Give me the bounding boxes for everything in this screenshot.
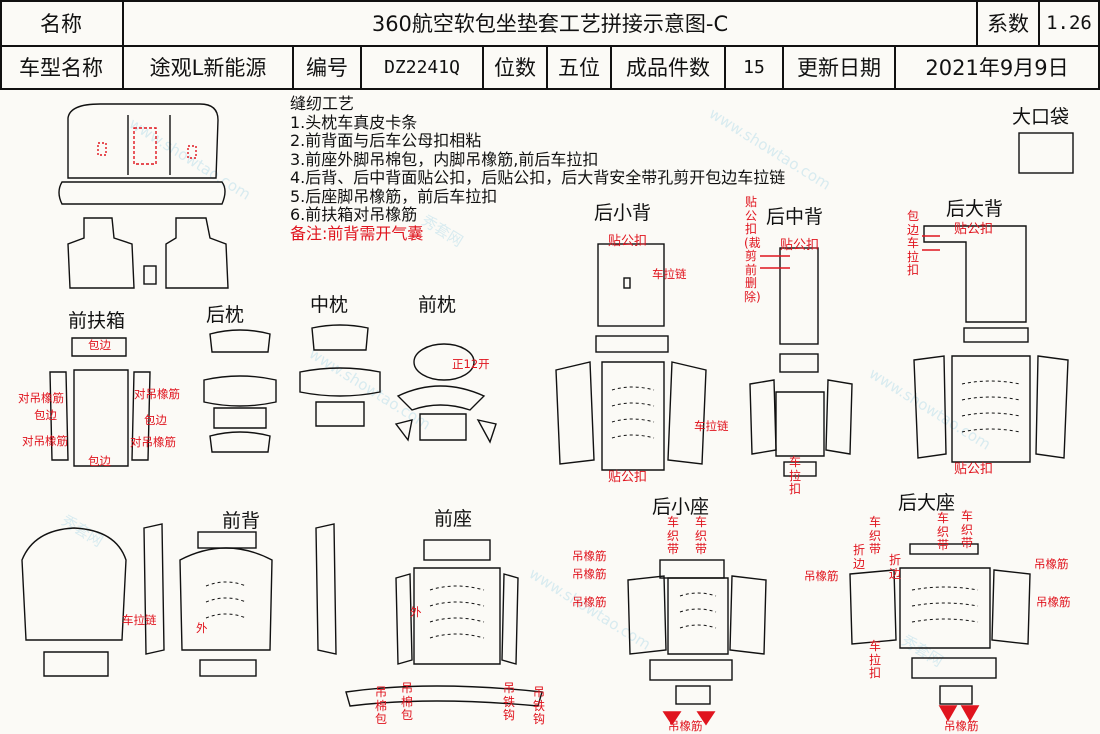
title-rear-big-back: 后大背 [946, 198, 1004, 220]
label-velcro: 贴公扣 [954, 462, 994, 477]
label-fold-edge: 折边 [888, 553, 901, 581]
note-item-4: 4.后背、后中背面贴公扣，后贴公扣，后大背安全带孔剪开包边车拉链 [290, 168, 786, 187]
label-hang-hook: 吊铁钩 [502, 681, 515, 722]
label-hang-elastic: 吊橡筋 [668, 719, 703, 733]
rear-mid-back-pattern [749, 247, 853, 477]
label-zipper-button: 车拉扣 [868, 639, 881, 680]
label-tie-elastic: 对吊橡筋 [22, 434, 68, 448]
seat-value: 五位 [548, 46, 612, 88]
label-hang-elastic: 吊橡筋 [804, 569, 839, 583]
notes-heading: 缝纫工艺 [290, 94, 355, 113]
label-zipper-fold: 车织带 [936, 511, 949, 552]
doc-title: 360航空软包坐垫套工艺拼接示意图-C [124, 1, 978, 45]
label-zipper-fold: 车织带 [666, 515, 679, 556]
label-fold-edge: 折边 [852, 543, 865, 571]
label-zipper: 车拉链 [122, 613, 157, 627]
note-item-2: 2.前背面与后车公母扣相粘 [290, 131, 482, 150]
coef-value: 1.26 [1046, 12, 1092, 34]
label-zipper: 车拉链 [652, 267, 687, 281]
label-hang-elastic: 吊橡筋 [1036, 595, 1071, 609]
label-hang-elastic: 吊橡筋 [944, 719, 979, 733]
title-mid-pillow: 中枕 [310, 294, 349, 316]
code-label: 编号 [294, 46, 362, 88]
title-rear-small-seat: 后小座 [652, 496, 710, 518]
armrest-pattern [49, 337, 151, 467]
label-wrap-zipper: 包边车拉扣 [906, 209, 919, 277]
label-zipper-fold: 车织带 [868, 515, 881, 556]
front-back-pattern [21, 523, 337, 677]
date-label: 更新日期 [784, 46, 896, 88]
code-value: DZ2241Q [362, 46, 484, 88]
title-front-seat: 前座 [434, 508, 473, 530]
note-item-3: 3.前座外脚吊棉包，内脚吊橡筋,前后车拉扣 [290, 149, 599, 169]
label-wrap: 包边 [88, 338, 111, 352]
label-zipper-fold: 车织带 [960, 509, 973, 550]
label-zipper: 车拉链 [694, 419, 729, 433]
note-item-1: 1.头枕车真皮卡条 [290, 112, 418, 132]
label-tie-elastic: 对吊橡筋 [130, 435, 176, 449]
label-tie-elastic: 对吊橡筋 [18, 391, 64, 405]
rear-pillow-pattern [203, 329, 277, 453]
mid-pillow-pattern [299, 324, 381, 427]
label-outer: 外 [196, 621, 208, 635]
label-outer: 外 [410, 605, 422, 619]
label-hang-hook: 吊铁钩 [532, 685, 545, 726]
rear-big-back-pattern [913, 225, 1069, 463]
front-seats-overview [67, 217, 229, 289]
pieces-value: 15 [726, 46, 784, 88]
note-item-6: 6.前扶箱对吊橡筋 [290, 205, 418, 224]
label-velcro-cut: 贴公扣 [780, 238, 820, 253]
bag-outline [1018, 132, 1074, 174]
label-wrap: 包边 [144, 413, 167, 427]
front-seat-pattern [345, 539, 543, 707]
title-rear-big-seat: 后大座 [898, 492, 956, 514]
label-velcro: 贴公扣 [608, 234, 648, 249]
front-pillow-pattern [394, 343, 497, 444]
label-velcro: 贴公扣 [954, 222, 994, 237]
date-value: 2021年9月9日 [925, 56, 1069, 80]
label-wrap: 包边 [88, 454, 111, 468]
title-front-back: 前背 [222, 510, 261, 532]
note-remark: 备注:前背需开气囊 [290, 223, 424, 243]
coef-label: 系数 [978, 1, 1040, 45]
label-hang-elastic: 吊橡筋 [572, 549, 607, 563]
label-hang-elastic: 吊橡筋 [1034, 557, 1069, 571]
seat-label: 位数 [484, 46, 548, 88]
rear-big-seat-pattern [849, 543, 1031, 705]
name-label: 名称 [0, 1, 124, 45]
rear-small-seat-pattern [627, 559, 767, 705]
rear-seat-overview [58, 103, 226, 205]
label-hang-cotton: 吊棉包 [400, 681, 413, 722]
title-rear-mid-back: 后中背 [766, 206, 824, 228]
label-hang-elastic: 吊橡筋 [572, 595, 607, 609]
header-table: 名称 360航空软包坐垫套工艺拼接示意图-C 系数 1.26 车型名称 途观L新… [0, 0, 1100, 90]
label-velcro: 贴公扣 [608, 470, 648, 485]
title-rear-pillow: 后枕 [206, 304, 245, 326]
note-item-5: 5.后座脚吊橡筋，前后车拉扣 [290, 186, 498, 206]
rear-small-back-pattern [555, 243, 707, 471]
label-velcro-cut-vertical: 贴公扣(裁剪前删除) [744, 195, 761, 304]
label-open-hole: 正12开 [452, 357, 490, 371]
label-hang-cotton: 吊棉包 [374, 685, 387, 726]
pieces-label: 成品件数 [612, 46, 726, 88]
title-armrest: 前扶箱 [68, 310, 126, 332]
label-tie-elastic: 对吊橡筋 [134, 387, 180, 401]
title-front-pillow: 前枕 [418, 294, 457, 316]
label-zipper-button: 车拉扣 [788, 455, 801, 496]
title-bag: 大口袋 [1012, 106, 1070, 128]
title-rear-small-back: 后小背 [594, 202, 652, 224]
label-wrap: 包边 [34, 408, 57, 422]
label-zipper-fold: 车织带 [694, 515, 707, 556]
process-notes: 缝纫工艺 1.头枕车真皮卡条 2.前背面与后车公母扣相粘 3.前座外脚吊棉包，内… [290, 94, 786, 243]
label-hang-elastic: 吊橡筋 [572, 567, 607, 581]
model-label: 车型名称 [0, 46, 124, 88]
model-value: 途观L新能源 [124, 46, 294, 88]
